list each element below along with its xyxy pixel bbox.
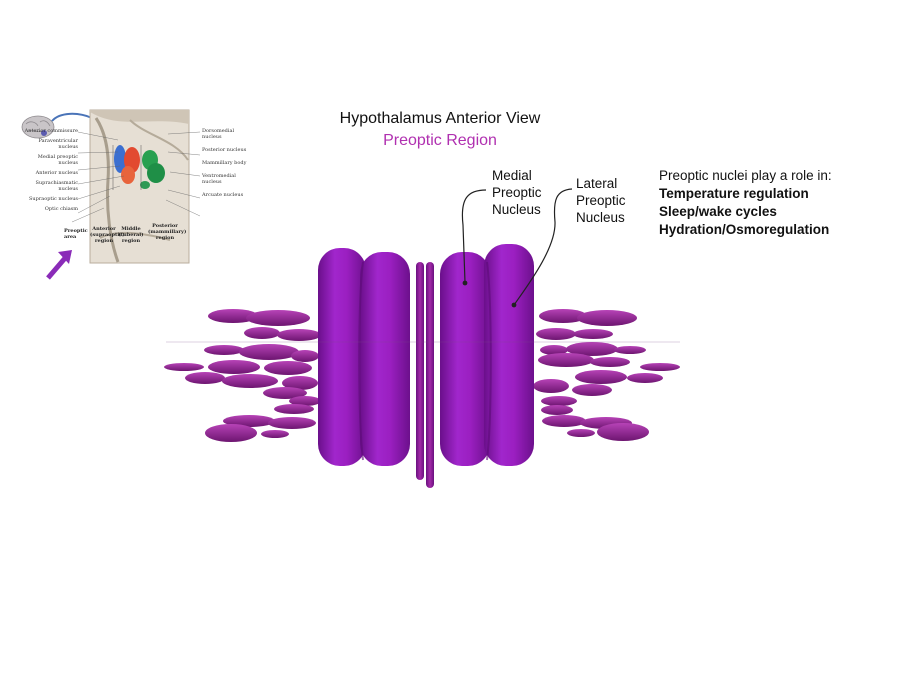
roles-text-block: Preoptic nuclei play a role in: Temperat… <box>659 167 899 239</box>
thumb-preoptic-area-label: Preoptic area <box>64 228 88 240</box>
right-nucleus-pair <box>440 244 534 466</box>
slide-title: Hypothalamus Anterior View <box>339 110 541 127</box>
thumb-label: Medial preoptic nucleus <box>37 154 78 166</box>
slice-ellipse <box>164 363 204 371</box>
slice-ellipse <box>566 342 618 356</box>
thumb-label: Posterior nucleus <box>202 147 247 153</box>
medial-preoptic-nucleus <box>440 252 490 466</box>
slice-ellipse <box>264 361 312 375</box>
slice-ellipse <box>268 417 316 429</box>
slice-ellipse <box>538 353 594 367</box>
roles-intro: Preoptic nuclei play a role in: <box>659 168 832 183</box>
left-outer-column <box>318 248 366 466</box>
thumb-region-anterior: Anterior (supraoptic) region <box>90 226 125 244</box>
slice-ellipse <box>539 309 587 323</box>
medial-preoptic-label: Medial Preoptic Nucleus <box>492 168 542 217</box>
slice-ellipse <box>567 429 595 437</box>
slice-ellipse <box>542 415 586 427</box>
role-item: Hydration/Osmoregulation <box>659 222 830 237</box>
brain-icon <box>21 115 55 139</box>
lateral-preoptic-label: Lateral Preoptic Nucleus <box>576 176 626 225</box>
left-slices <box>164 309 321 442</box>
slice-ellipse <box>627 373 663 383</box>
slice-ellipse <box>291 350 319 362</box>
thumb-label: Anterior nucleus <box>35 170 78 176</box>
slice-ellipse <box>590 357 630 367</box>
thumb-region-middle: Middle (tuberal) region <box>118 226 144 244</box>
preoptic-arrow-icon <box>46 250 72 280</box>
thumb-label: Mammillary body <box>202 160 247 166</box>
slice-ellipse <box>246 310 310 326</box>
slice-ellipse <box>572 384 612 396</box>
thumb-label: Optic chiasm <box>44 206 78 212</box>
slice-ellipse <box>577 310 637 326</box>
pointer-to-thumbnail <box>51 112 93 122</box>
slice-ellipse <box>540 345 568 355</box>
medial-leader-dot <box>462 280 468 286</box>
slice-ellipse <box>205 424 257 442</box>
thumb-label: Arcuate nucleus <box>202 192 244 198</box>
thumb-label: Anterior commissure <box>24 128 78 134</box>
lateral-leader-line <box>513 188 573 306</box>
right-slices <box>533 309 680 441</box>
slice-ellipse <box>282 376 318 390</box>
slice-ellipse <box>597 423 649 441</box>
slice-ellipse <box>261 430 289 438</box>
thumb-label: Dorsomedial nucleus <box>202 128 235 140</box>
slice-ellipse <box>208 360 260 374</box>
slice-ellipse <box>263 387 307 399</box>
slice-ellipse <box>239 344 299 360</box>
slice-ellipse <box>222 374 278 388</box>
slice-ellipse <box>575 370 627 384</box>
thumb-label: Ventromedial nucleus <box>202 173 236 185</box>
slice-ellipse <box>274 404 314 414</box>
slice-ellipse <box>289 396 321 406</box>
lateral-leader-dot <box>511 302 517 308</box>
slice-ellipse <box>533 379 569 393</box>
left-inner-column <box>360 252 410 466</box>
slice-ellipse <box>614 346 646 354</box>
slice-ellipse <box>185 372 225 384</box>
thumbnail-drawing <box>71 109 201 264</box>
role-item: Sleep/wake cycles <box>659 204 777 219</box>
left-nucleus-pair <box>318 248 410 466</box>
slice-ellipse <box>208 309 258 323</box>
thumbnail-right-labels: Dorsomedial nucleus Posterior nucleus Ma… <box>202 128 250 205</box>
slice-ellipse <box>573 329 613 339</box>
slice-ellipse <box>204 345 244 355</box>
medial-leader-line <box>461 189 487 283</box>
thumb-region-posterior: Posterior (mammillary) region <box>148 223 187 241</box>
slice-ellipse <box>541 396 577 406</box>
slice-ellipse <box>223 415 275 427</box>
thumb-label: Paraventricular nucleus <box>38 138 79 150</box>
slide-subtitle: Preoptic Region <box>383 132 497 149</box>
lateral-preoptic-nucleus <box>484 244 534 466</box>
slice-ellipse <box>541 405 573 415</box>
role-item: Temperature regulation <box>659 186 809 201</box>
thumb-label: Suprachiasmatic nucleus <box>35 180 78 192</box>
thumbnail-left-labels: Anterior commissure Paraventricular nucl… <box>20 128 78 216</box>
slice-ellipse <box>244 327 280 339</box>
slice-ellipse <box>536 328 576 340</box>
slice-ellipse <box>640 363 680 371</box>
thumb-label: Supraoptic nucleus <box>28 196 78 202</box>
slice-ellipse <box>277 329 321 341</box>
midline-structures <box>416 262 434 488</box>
